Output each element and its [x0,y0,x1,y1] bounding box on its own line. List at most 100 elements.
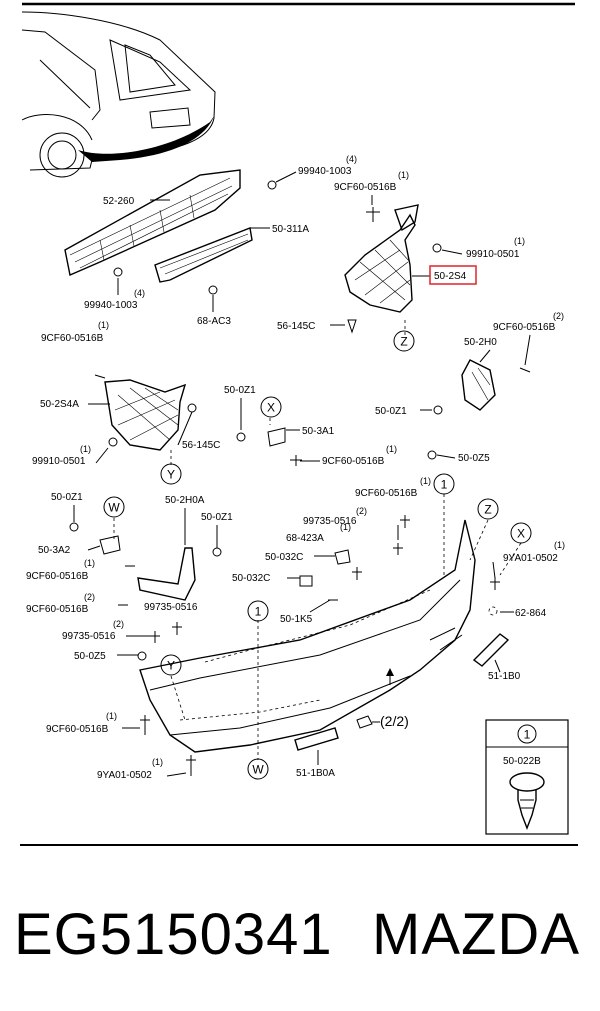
label-9cf-mid: 9CF60-0516B [322,456,385,467]
label-99940-top-qty: (4) [346,154,357,164]
label-50-1k5: 50-1K5 [280,614,313,625]
label-9ya-left: 9YA01-0502 [97,770,152,781]
callout-x-mid-label: X [267,401,275,415]
caption-row: EG5150341 MAZDA [0,885,600,985]
reflector-51-1b0a [294,727,339,751]
label-9ya-left-qty: (1) [152,757,163,767]
inset-circle [517,724,537,744]
label-9cf-d-qty: (1) [84,558,95,568]
label-50-2s4a: 50-2S4A [40,399,79,410]
inset-frame [485,719,569,835]
callout-w-low [247,758,269,780]
label-50-0z1-b: 50-0Z1 [375,406,407,417]
label-9cf-c: 9CF60-0516B [355,488,418,499]
label-9cf-right: 9CF60-0516B [493,322,556,333]
callout-x-right [510,522,532,544]
callout-1-top [433,473,455,495]
callout-w-left-label: W [108,501,120,515]
label-50-0z1-c: 50-0Z1 [51,492,83,503]
label-9cf-left-qty: (1) [98,320,109,330]
part-number: EG5150341 [14,902,333,967]
callout-y-low [160,654,182,676]
label-56-145c-mid: 56-145C [182,440,220,451]
label-9cf-e-qty: (2) [84,592,95,602]
label-9cf-left: 9CF60-0516B [41,333,104,344]
label-99940-top: 99940-1003 [298,166,352,177]
label-9cf-top: 9CF60-0516B [334,182,397,193]
label-56-145c-top: 56-145C [277,321,315,332]
callout-z-right [477,498,499,520]
label-62-864: 62-864 [515,608,547,619]
callout-w-low-label: W [252,763,264,777]
label-50-3a1: 50-3A1 [302,426,335,437]
callout-z-top [393,330,415,352]
inset-part-label: 50-022B [503,756,541,767]
callout-z-right-label: Z [484,503,491,517]
label-9cf-top-qty: (1) [398,170,409,180]
label-50-0z5-left: 50-0Z5 [74,651,106,662]
callout-1-mid-label: 1 [255,605,262,619]
callout-y-mid [160,463,182,485]
callout-x-mid [260,396,282,418]
label-9cf-f-qty: (1) [106,711,117,721]
leader-lines [73,171,531,777]
label-99910-left: 99910-0501 [32,456,86,467]
label-99910-left-qty: (1) [80,444,91,454]
label-50-311a: 50-311A [272,224,309,235]
label-50-2s4: 50-2S4 [434,271,467,282]
label-50-032c-b: 50-032C [232,573,270,584]
callout-circles: Z X Y W 1 Z X 1 Y W [103,330,532,780]
inset-circle-label: 1 [524,728,531,742]
reinforcement-52-260 [64,169,253,283]
part-labels: 52-260 (4) 99940-1003 (1) 9CF60-0516B 50… [26,154,565,781]
callout-z-top-label: Z [400,335,407,349]
brand-name: MAZDA [372,902,580,967]
bracket-50-2s4a [104,379,187,451]
bracket-50-2h0 [461,359,496,411]
label-51-1b0a: 51-1B0A [296,768,335,779]
label-99735-b: 99735-0516 [144,602,198,613]
label-9ya-right: 9YA01-0502 [503,553,558,564]
label-9cf-mid-qty: (1) [386,444,397,454]
bracket-50-2s4 [344,204,419,313]
callout-w-left [103,496,125,518]
label-52-260: 52-260 [103,196,135,207]
label-99735-c-qty: (2) [113,619,124,629]
label-50-032c-a: 50-032C [265,552,303,563]
label-68-423a: 68-423A [286,533,324,544]
bracket-50-2h0a [137,547,196,601]
label-68-423a-qty: (1) [340,522,351,532]
highlight-50-2s4 [429,265,477,285]
callout-x-right-label: X [517,527,525,541]
label-9ya-right-qty: (1) [554,540,565,550]
fasteners [69,180,531,776]
label-99910-right: 99910-0501 [466,249,520,260]
reflector-51-1b0 [472,633,510,667]
label-9cf-d: 9CF60-0516B [26,571,89,582]
callout-y-low-label: Y [167,659,175,673]
label-99735-c: 99735-0516 [62,631,116,642]
inset-box: 1 50-022B [485,719,569,835]
label-9cf-c-qty: (1) [420,476,431,486]
label-50-0z5-right: 50-0Z5 [458,453,490,464]
label-50-0z1-d: 50-0Z1 [201,512,233,523]
callout-1-top-label: 1 [441,478,448,492]
label-99940-bot: 99940-1003 [84,300,138,311]
bumper-cover [139,519,476,753]
callout-y-mid-label: Y [167,468,175,482]
label-99735-a: 99735-0516 [303,516,357,527]
callout-1-mid [247,600,269,622]
label-9cf-e: 9CF60-0516B [26,604,89,615]
label-68-ac3: 68-AC3 [197,316,231,327]
label-50-0z1-a: 50-0Z1 [224,385,256,396]
label-50-2h0: 50-2H0 [464,337,497,348]
vehicle-illustration [21,11,216,178]
label-9cf-right-qty: (2) [553,311,564,321]
label-50-2h0a: 50-2H0A [165,495,205,506]
label-50-3a2: 50-3A2 [38,545,71,556]
label-99910-right-qty: (1) [514,236,525,246]
label-9cf-f: 9CF60-0516B [46,724,109,735]
clip-icon [509,772,545,830]
label-2-of-2: (2/2) [380,713,409,729]
